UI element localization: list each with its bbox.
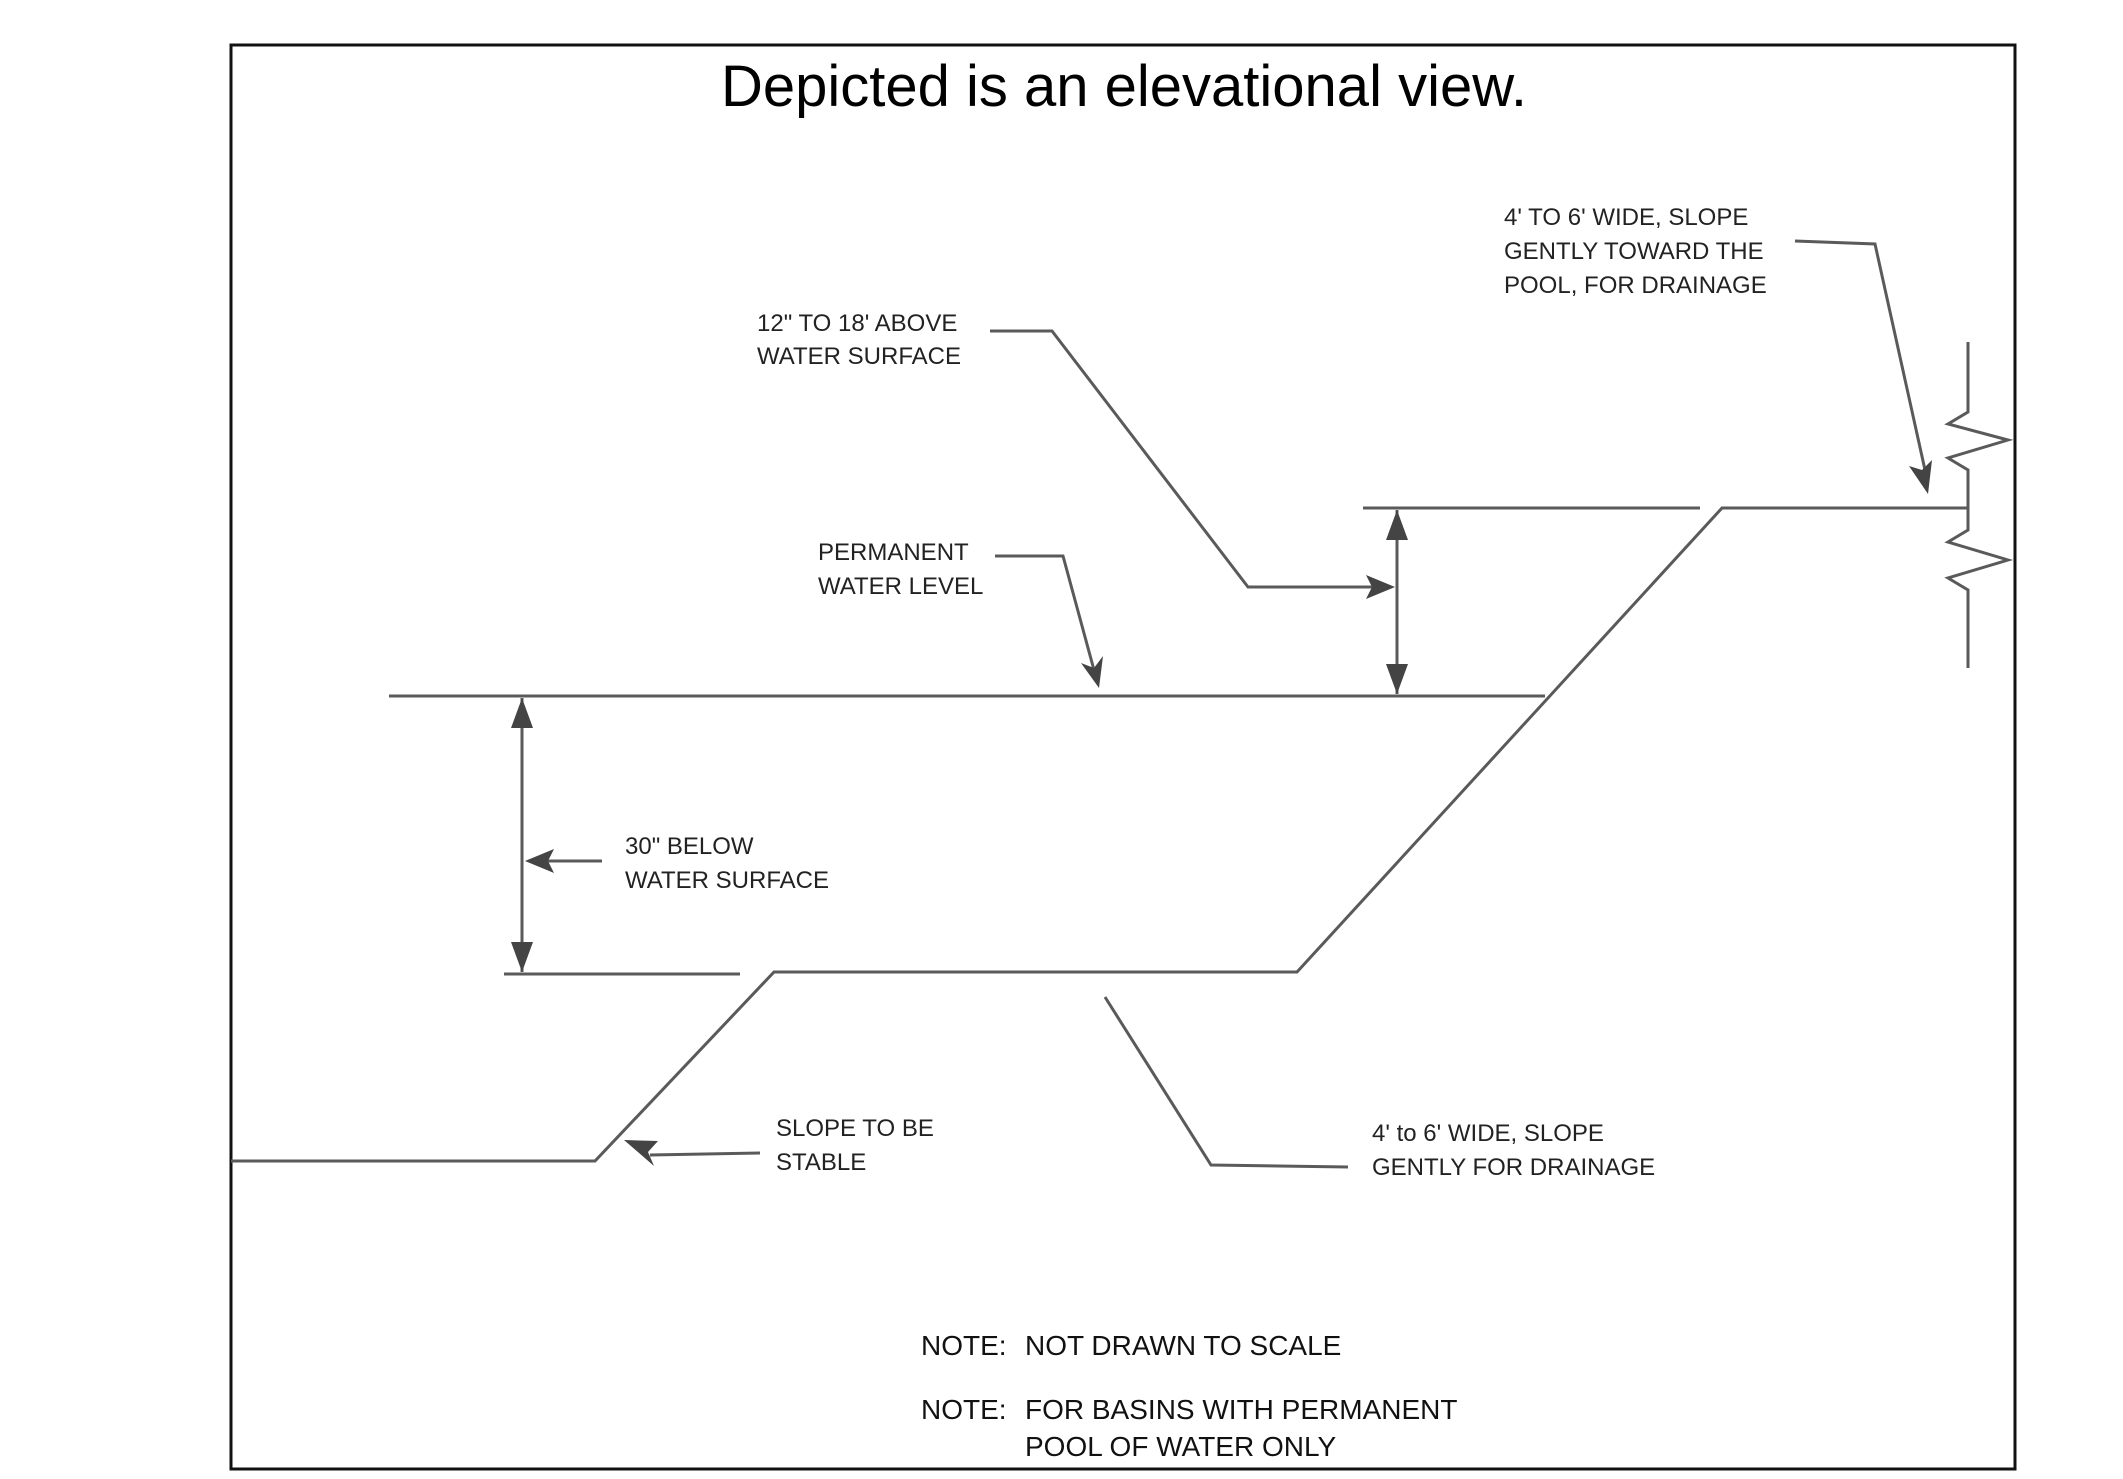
below-water-leader [525, 849, 602, 873]
break-line [1944, 342, 2014, 668]
upper-bench-label-line: POOL, FOR DRAINAGE [1504, 272, 1767, 299]
note-1-text: NOT DRAWN TO SCALE [1025, 1330, 1341, 1361]
note-2-line-1: FOR BASINS WITH PERMANENT [1025, 1394, 1457, 1425]
permanent-water-level-leader [995, 554, 1103, 688]
upper-bench-label-line: 4' TO 6' WIDE, SLOPE [1504, 204, 1748, 231]
lower-bench-label-line: GENTLY FOR DRAINAGE [1372, 1154, 1655, 1181]
diagram-frame [229, 43, 2017, 1471]
above-water-leader [990, 329, 1395, 599]
permanent-water-level-label: PERMANENT WATER LEVEL [818, 539, 983, 600]
note-2-line-2: POOL OF WATER ONLY [1025, 1431, 1336, 1462]
slope-stable-leader [624, 1140, 761, 1166]
lower-bench-label-line: 4' to 6' WIDE, SLOPE [1372, 1120, 1604, 1147]
pond-profile-line [231, 506, 1968, 1163]
above-water-label-line: 12" TO 18' ABOVE [757, 310, 957, 337]
upper-bench-label: 4' TO 6' WIDE, SLOPE GENTLY TOWARD THE P… [1504, 204, 1770, 299]
below-water-label-line: 30" BELOW [625, 833, 754, 860]
below-water-label: 30" BELOW WATER SURFACE [625, 833, 829, 894]
lower-bench-leader [1103, 996, 1349, 1169]
slope-stable-label-line: STABLE [776, 1149, 866, 1176]
upper-bench-label-line: GENTLY TOWARD THE [1504, 238, 1764, 265]
permanent-water-level-label-line: WATER LEVEL [818, 573, 983, 600]
diagram-title: Depicted is an elevational view. [721, 54, 1527, 119]
above-water-dimension [1386, 510, 1408, 694]
slope-stable-label: SLOPE TO BE STABLE [776, 1115, 941, 1176]
below-water-dimension [511, 698, 533, 972]
below-water-label-line: WATER SURFACE [625, 867, 829, 894]
above-water-label-line: WATER SURFACE [757, 343, 961, 370]
note-2-prefix: NOTE: [921, 1394, 1007, 1425]
permanent-water-level-label-line: PERMANENT [818, 539, 969, 566]
lower-bench-label: 4' to 6' WIDE, SLOPE GENTLY FOR DRAINAGE [1372, 1120, 1655, 1181]
note-1-prefix: NOTE: [921, 1330, 1007, 1361]
above-water-label: 12" TO 18' ABOVE WATER SURFACE [757, 310, 964, 370]
slope-stable-label-line: SLOPE TO BE [776, 1115, 934, 1142]
upper-bench-leader [1794, 239, 1932, 494]
